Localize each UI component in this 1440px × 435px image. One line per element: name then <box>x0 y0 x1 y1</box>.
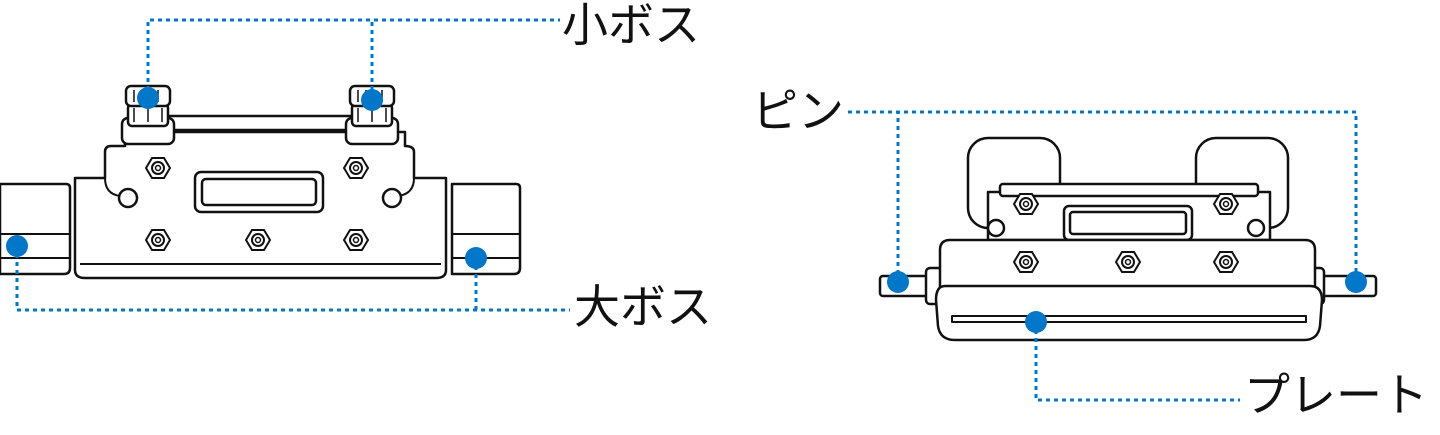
callout-dots <box>6 87 1367 333</box>
label-small-boss: 小ボス <box>562 0 700 52</box>
label-plate: プレート <box>1244 368 1428 422</box>
sensor-body-left <box>0 114 522 280</box>
label-large-boss: 大ボス <box>574 280 712 334</box>
small-boss-left <box>120 84 176 146</box>
label-pin: ピン <box>752 84 844 138</box>
sensor-body-right <box>878 136 1378 342</box>
